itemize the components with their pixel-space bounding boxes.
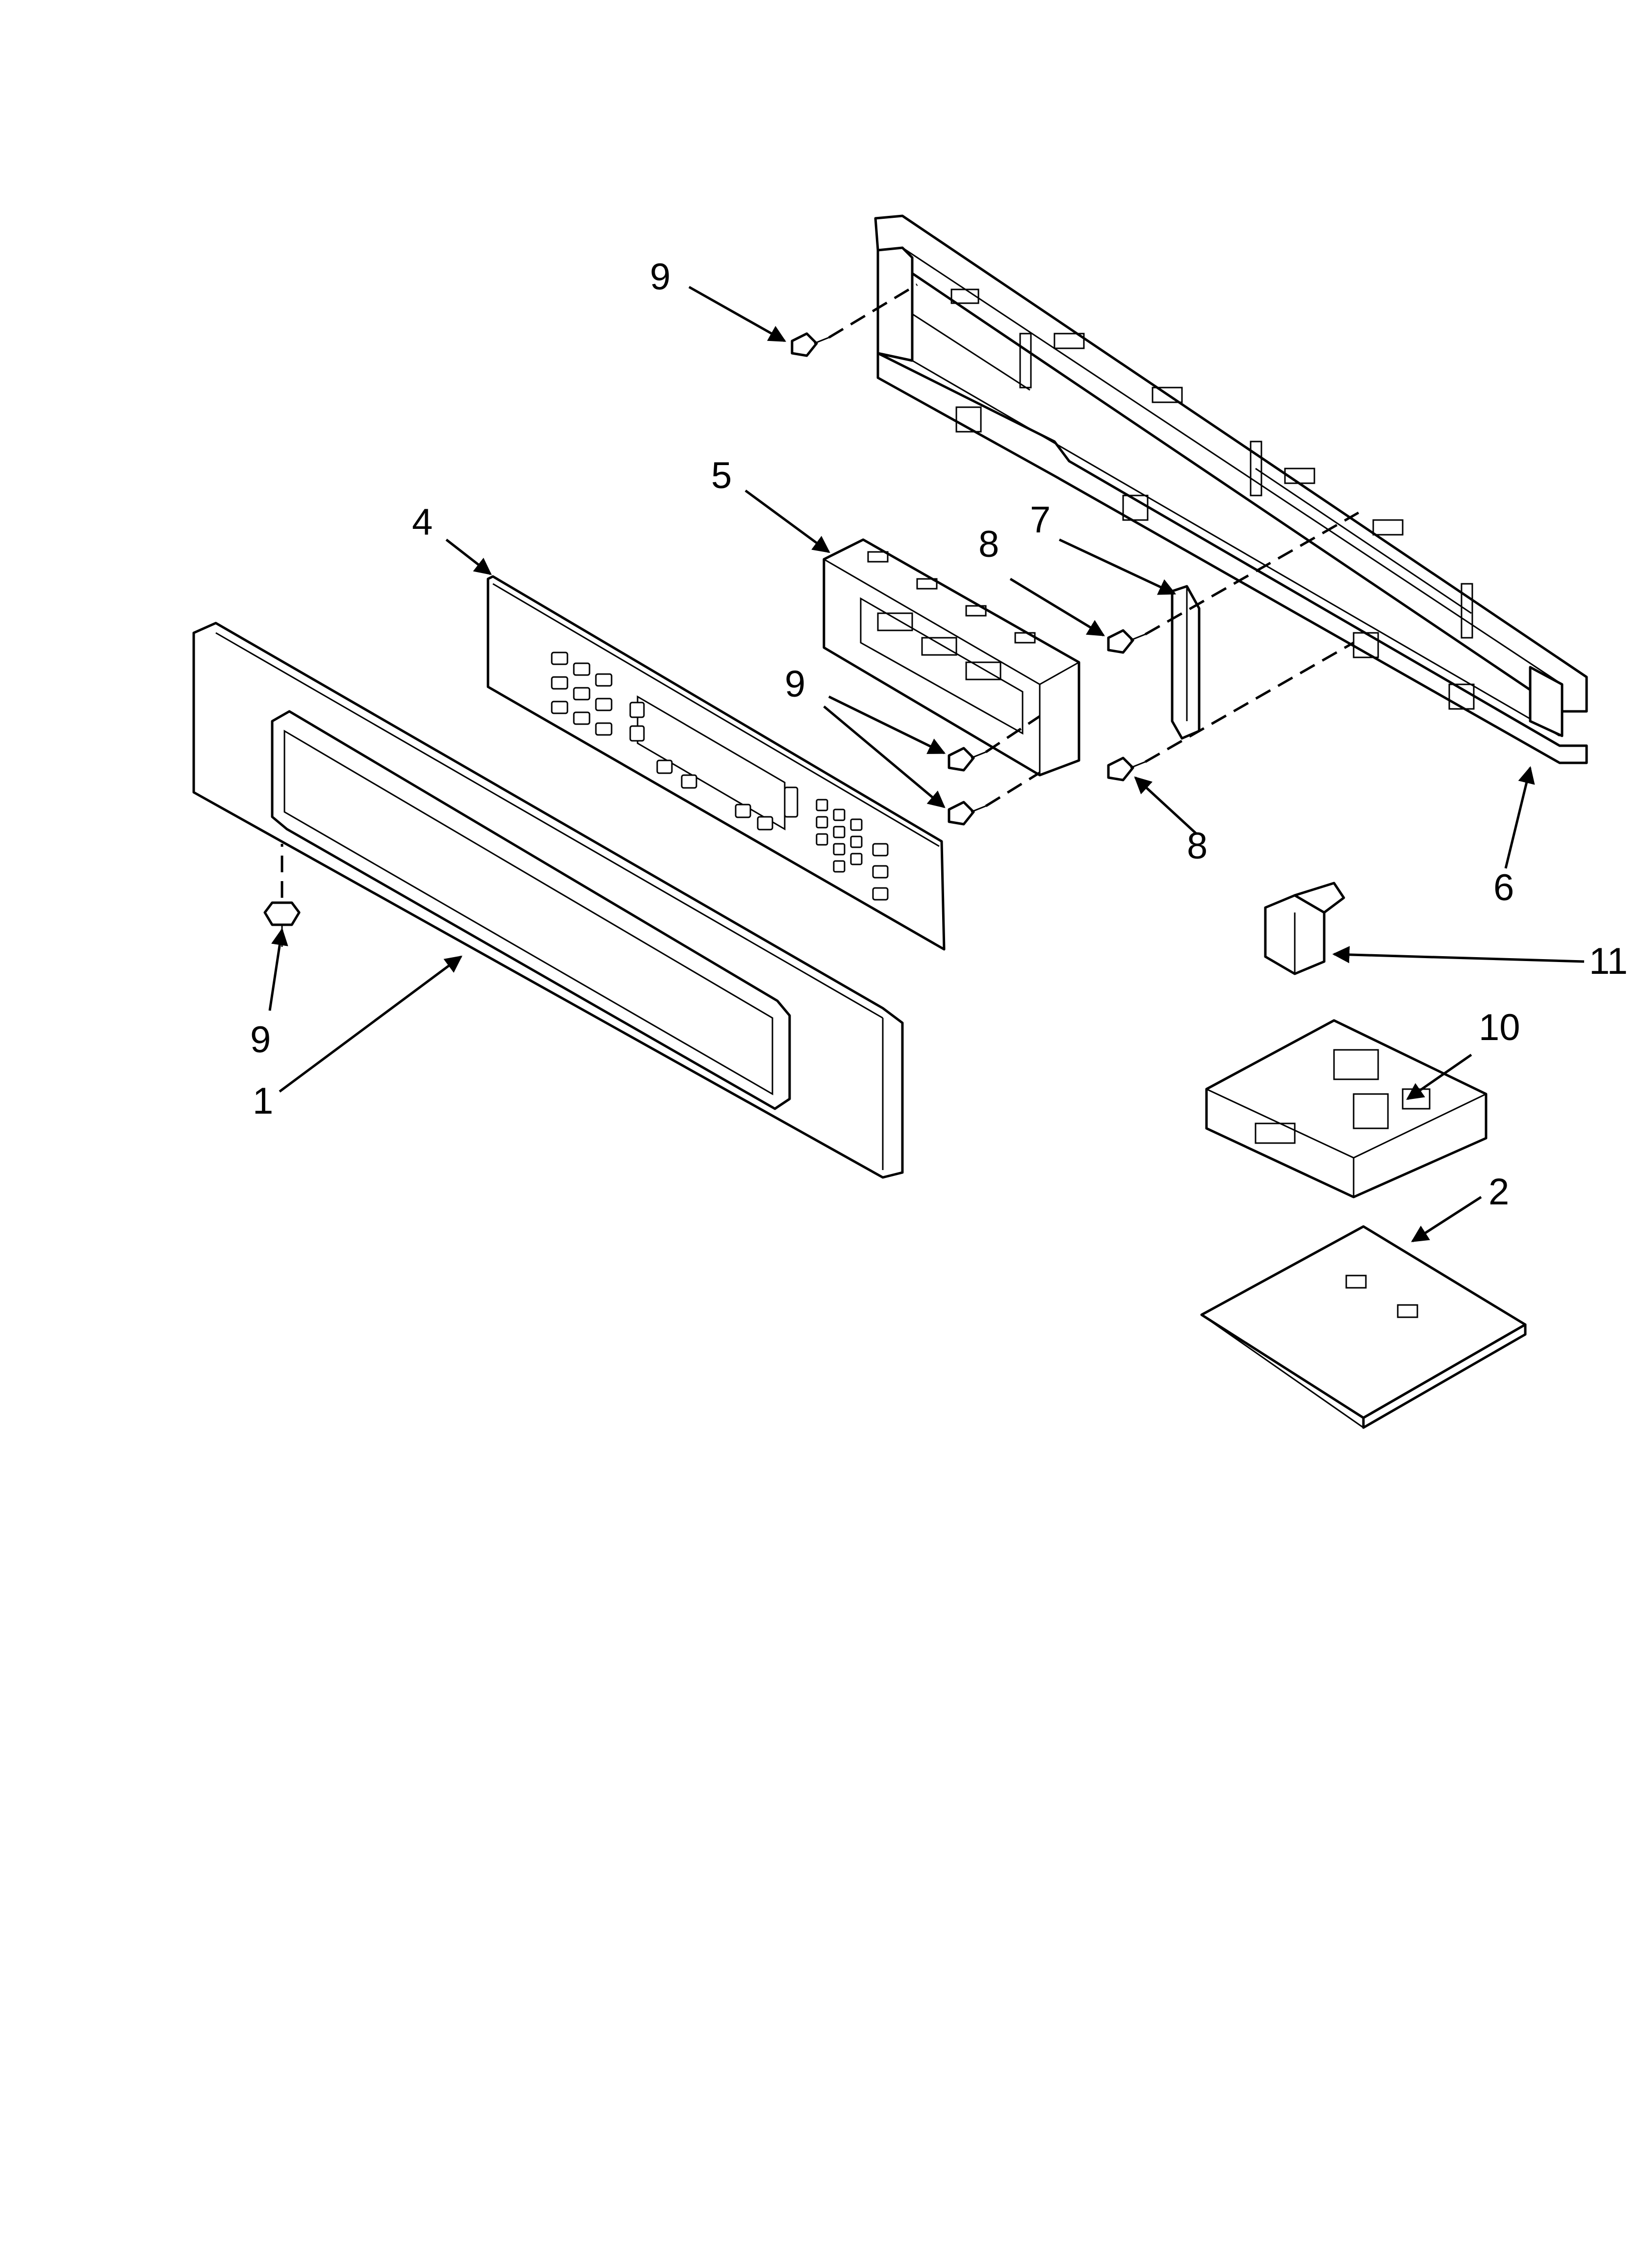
callout-6: 6: [1493, 867, 1514, 909]
screw-9-middle-lower: [948, 801, 986, 826]
callout-5: 5: [711, 455, 732, 496]
screw-8-lower: [1107, 756, 1146, 782]
callout-4: 4: [412, 501, 433, 543]
part-7-mounting-bracket: [1171, 585, 1201, 740]
callout-7: 7: [1030, 499, 1051, 541]
callout-8-lower: 8: [1187, 825, 1207, 867]
part-2-base-plate: [1200, 1225, 1527, 1429]
callout-9-bottom: 9: [250, 1019, 271, 1061]
leader-lines: [268, 286, 1585, 1243]
screw-8-upper: [1107, 629, 1146, 654]
part-4-control-overlay: [487, 575, 946, 951]
callout-8-upper: 8: [978, 523, 999, 565]
alignment-lines: [281, 283, 1360, 898]
callout-labels: 9 5 4 7 8 9 8 6 11 10 2 9 1: [250, 256, 1628, 1213]
part-5-electronic-control: [822, 538, 1080, 777]
screw-9-middle-upper: [948, 747, 986, 772]
callout-9-middle: 9: [785, 663, 805, 705]
callout-10: 10: [1479, 1007, 1520, 1048]
screw-9-bottom: [263, 901, 301, 947]
part-11-component: [1264, 882, 1345, 975]
part-6-mounting-frame: [874, 214, 1588, 764]
callout-1: 1: [253, 1080, 273, 1122]
part-1-front-control-panel: [192, 622, 904, 1179]
callout-9-top: 9: [650, 256, 670, 298]
screw-9-top: [791, 332, 829, 357]
part-10-component-tray: [1205, 1019, 1488, 1199]
callout-2: 2: [1488, 1171, 1509, 1213]
callout-11: 11: [1589, 940, 1628, 982]
